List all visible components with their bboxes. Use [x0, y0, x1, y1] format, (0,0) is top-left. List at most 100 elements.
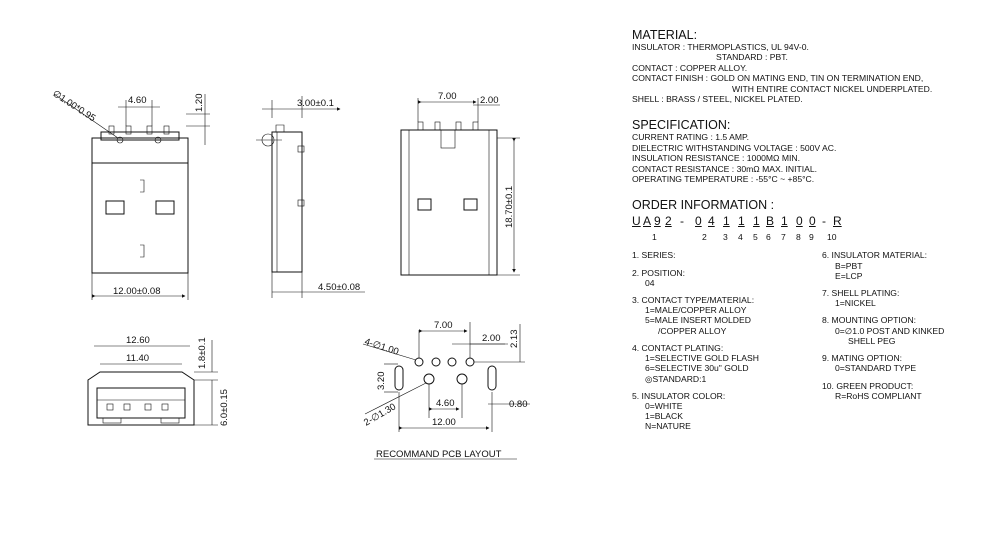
order-code-char: 2	[665, 214, 672, 229]
material-line: INSULATOR : THERMOPLASTICS, UL 94V-0.	[632, 42, 809, 52]
order-code-number: 3	[723, 232, 728, 243]
order-heading: ORDER INFORMATION :	[632, 198, 775, 213]
order-option-item: /COPPER ALLOY	[658, 325, 727, 336]
pcb-h320-dim: 3.20	[376, 372, 387, 391]
end-inner-dim: 11.40	[126, 353, 149, 364]
spec-line: CURRENT RATING : 1.5 AMP.	[632, 132, 749, 143]
material-line: STANDARD : PBT.	[716, 52, 788, 63]
pcb-w7-dim: 7.00	[434, 320, 453, 331]
spec-panel: MATERIAL: INSULATOR : THERMOPLASTICS, UL…	[632, 28, 997, 470]
order-option: 10. GREEN PRODUCT:R=RoHS COMPLIANT	[822, 381, 944, 401]
material-heading: MATERIAL:	[632, 28, 698, 42]
order-options-left: 1. SERIES: 2. POSITION:04 3. CONTACT TYPE/…	[632, 250, 759, 438]
order-code-char: U	[632, 214, 641, 229]
side-view	[256, 96, 365, 298]
order-option: 7. SHELL PLATING:1=NICKEL	[822, 288, 944, 308]
pcb-080-dim: 0.80	[509, 399, 528, 410]
order-code-char: R	[833, 214, 842, 229]
order-option: 8. MOUNTING OPTION:0=∅1.0 POST AND KINKE…	[822, 315, 944, 346]
end-view	[87, 340, 218, 426]
order-option-item: 1=BLACK	[645, 411, 683, 422]
end-outer-dim: 12.60	[126, 335, 150, 346]
order-code-number: 4	[738, 232, 743, 243]
order-code-number: 1	[652, 232, 657, 243]
order-code-char: 0	[695, 214, 702, 229]
specification-section: SPECIFICATION: CURRENT RATING : 1.5 AMP.…	[632, 118, 997, 184]
spec-line: OPERATING TEMPERATURE : -55°C ~ +85°C.	[632, 174, 815, 185]
order-option-item: 1=NICKEL	[835, 298, 876, 309]
pcb-1200-dim: 12.00	[432, 417, 456, 428]
order-option: 3. CONTACT TYPE/MATERIAL:1=MALE/COPPER A…	[632, 295, 759, 336]
order-option: 1. SERIES:	[632, 250, 759, 260]
material-line: CONTACT : COPPER ALLOY.	[632, 62, 748, 73]
order-option-title: 3. CONTACT TYPE/MATERIAL:	[632, 295, 755, 306]
back-pitch-dim: 2.00	[480, 95, 499, 106]
material-line: CONTACT FINISH : GOLD ON MATING END, TIN…	[632, 73, 924, 84]
pcb-caption: RECOMMAND PCB LAYOUT	[376, 449, 502, 460]
order-code-char: 1	[753, 214, 760, 229]
order-code-char: -	[822, 214, 826, 229]
front-hole-dim: ∅1.00*0.95	[50, 88, 97, 124]
order-code-char: 1	[781, 214, 788, 229]
front-width-dim: 12.00±0.08	[113, 286, 160, 297]
order-option-title: 10. GREEN PRODUCT:	[822, 380, 914, 391]
front-top-dim: 1.20	[194, 94, 205, 113]
order-option: 2. POSITION:04	[632, 268, 759, 288]
order-option-title: 7. SHELL PLATING:	[822, 288, 900, 299]
order-option-item: E=LCP	[835, 270, 863, 281]
order-option-item: B=PBT	[835, 260, 863, 271]
material-section: MATERIAL: INSULATOR : THERMOPLASTICS, UL…	[632, 28, 997, 104]
pcb-layout	[362, 322, 530, 460]
order-option-title: 9. MATING OPTION:	[822, 353, 903, 364]
order-code-char: 4	[708, 214, 715, 229]
side-bottom-dim: 4.50±0.08	[318, 282, 360, 293]
material-line: SHELL : BRASS / STEEL, NICKEL PLATED.	[632, 94, 803, 105]
order-option-title: 8. MOUNTING OPTION:	[822, 315, 917, 326]
back-view	[400, 98, 520, 276]
order-code-number: 2	[702, 232, 707, 243]
order-option-item: 5=MALE INSERT MOLDED	[645, 315, 751, 326]
order-option-item: ◎STANDARD:1	[645, 373, 707, 384]
side-top-dim: 3.00±0.1	[297, 98, 334, 109]
order-code-number: 7	[781, 232, 786, 243]
order-code-number: 8	[796, 232, 801, 243]
end-h2-dim: 6.0±0.15	[219, 389, 230, 426]
pcb-holes4-dim: 4-∅1.00	[363, 336, 400, 357]
order-option-item: 0=∅1.0 POST AND KINKED	[835, 325, 945, 336]
order-code-char: 9	[654, 214, 661, 229]
order-option-item: 04	[645, 277, 655, 288]
order-option-item: R=RoHS COMPLIANT	[835, 390, 922, 401]
order-code-char: B	[766, 214, 775, 229]
end-h1-dim: 1.8±0.1	[197, 337, 208, 369]
order-code-char: 0	[809, 214, 816, 229]
order-options: 1. SERIES: 2. POSITION:04 3. CONTACT TYPE/…	[632, 250, 997, 470]
order-code-number: 10	[827, 232, 837, 243]
order-option-title: 5. INSULATOR COLOR:	[632, 390, 726, 401]
back-width-dim: 7.00	[438, 91, 457, 102]
order-code-char: -	[680, 214, 684, 229]
pcb-p2-dim: 2.00	[482, 333, 501, 344]
order-option-title: 4. CONTACT PLATING:	[632, 342, 724, 353]
order-option-item: 1=MALE/COPPER ALLOY	[645, 305, 747, 316]
order-code-number: 6	[766, 232, 771, 243]
front-view	[53, 93, 210, 300]
order-option: 9. MATING OPTION:0=STANDARD TYPE	[822, 353, 944, 373]
order-option-item: 1=SELECTIVE GOLD FLASH	[645, 353, 759, 364]
order-code-number: 5	[753, 232, 758, 243]
pcb-holes2-dim: 2-∅1.30	[362, 401, 398, 428]
order-option-item: N=NATURE	[645, 421, 691, 432]
order-option-item: 6=SELECTIVE 30u" GOLD	[645, 363, 749, 374]
front-pitch-dim: 4.60	[128, 95, 147, 106]
order-code-char: 1	[723, 214, 730, 229]
order-code-char: 1	[738, 214, 745, 229]
order-code-char: 0	[796, 214, 803, 229]
order-option-item: 0=WHITE	[645, 400, 683, 411]
back-height-dim: 18.70±0.1	[504, 186, 515, 228]
order-option-item: SHELL PEG	[848, 335, 896, 346]
spec-line: CONTACT RESISTANCE : 30mΩ MAX. INITIAL.	[632, 163, 818, 174]
